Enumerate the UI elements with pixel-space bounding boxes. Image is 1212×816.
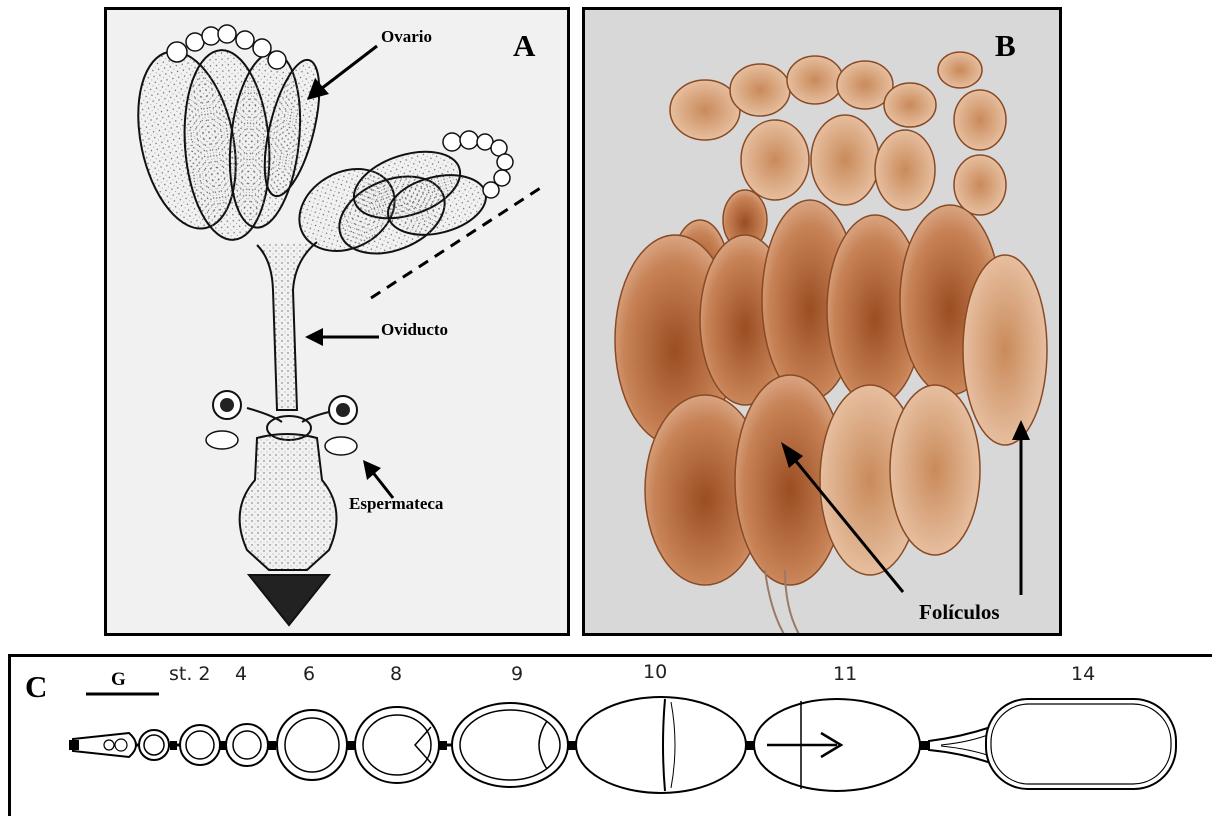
panel-letter-c: C (25, 669, 47, 705)
stage-label-8: 8 (390, 663, 402, 685)
panel-b: B Folículos (582, 7, 1062, 636)
stage-label-10: 10 (643, 661, 667, 683)
stage-label-6: 6 (303, 663, 315, 685)
stage-label-14: 14 (1071, 663, 1095, 685)
stage-10-chamber (576, 697, 746, 793)
stage-4-chamber (226, 724, 268, 766)
arrow-oviducto (305, 328, 323, 346)
stage-6-chamber (277, 710, 347, 780)
label-espermateca: Espermateca (349, 494, 443, 514)
stage-11-chamber (754, 699, 920, 791)
panel-c: C G st. 2 4 6 8 9 10 11 14 (8, 654, 1212, 816)
stage-label-st2: st. 2 (169, 663, 211, 685)
stage-9-chamber (452, 703, 568, 787)
ovary-drawing (107, 10, 570, 636)
stage-label-9: 9 (511, 663, 523, 685)
label-foliculos: Folículos (919, 600, 1000, 625)
ovary-micrograph (585, 10, 1062, 636)
germarium-label: G (111, 669, 126, 691)
stage-8-chamber (355, 707, 439, 783)
panel-letter-a: A (513, 28, 535, 64)
stage-st2-chamber (180, 725, 220, 765)
ovipositor (249, 575, 329, 625)
stage-14-chamber (929, 699, 1176, 789)
panel-a: A Ovario Oviducto Espermateca (104, 7, 570, 636)
stage-label-4: 4 (235, 663, 247, 685)
oviduct (257, 242, 317, 410)
panel-letter-b: B (995, 28, 1016, 64)
label-ovario: Ovario (381, 27, 432, 47)
stage-2-chamber (139, 730, 169, 760)
uterus (240, 434, 337, 570)
stage-label-11: 11 (833, 663, 857, 685)
right-ovary (285, 131, 513, 268)
left-ovary (123, 25, 330, 243)
label-oviducto: Oviducto (381, 320, 448, 340)
